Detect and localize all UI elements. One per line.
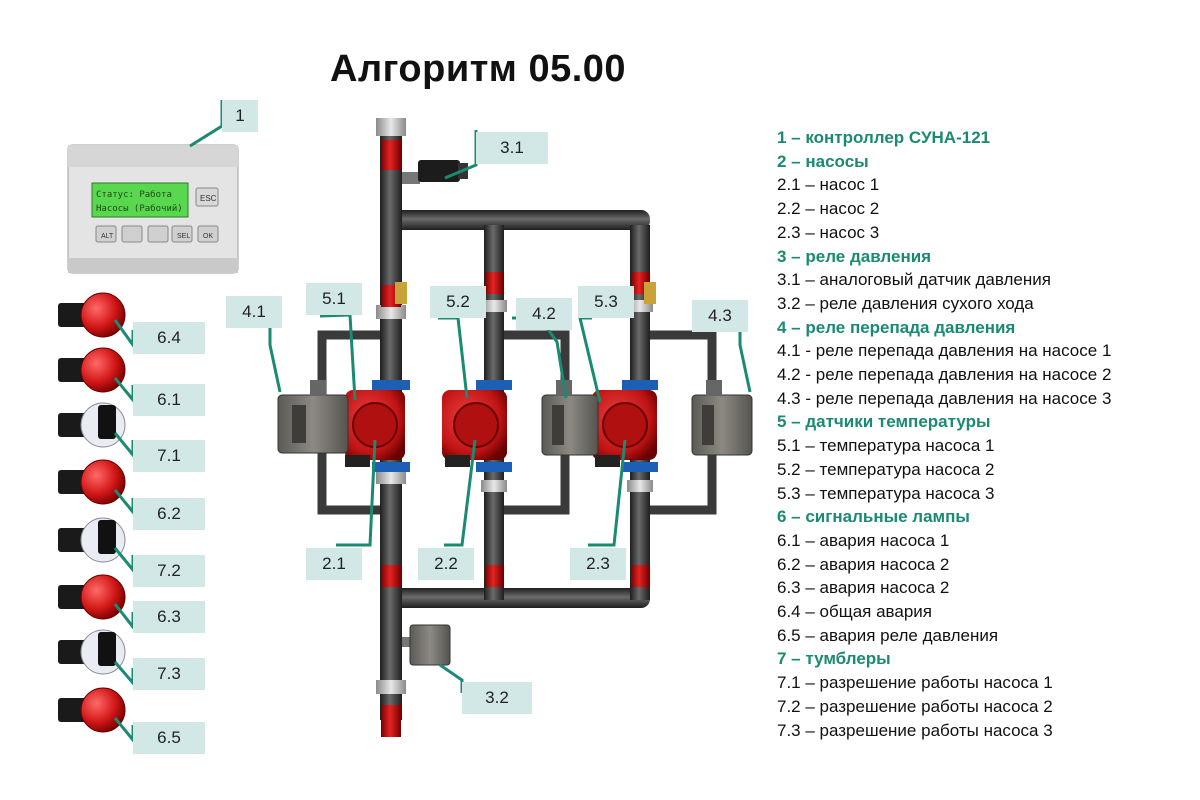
controller-suna-121 xyxy=(67,144,239,274)
callout-4-1: 4.1 xyxy=(226,296,282,328)
legend-item: 6.4 – общая авария xyxy=(777,602,933,622)
callout-6-2: 6.2 xyxy=(133,498,205,530)
callout-6-3: 6.3 xyxy=(133,601,205,633)
lcd-line-1: Статус: Работа xyxy=(96,189,172,200)
legend-item: 3.1 – аналоговый датчик давления xyxy=(777,270,1051,290)
callout-2-3: 2.3 xyxy=(570,548,626,580)
legend-item: 6.1 – авария насоса 1 xyxy=(777,530,950,550)
esc-key-label: ESC xyxy=(200,194,217,203)
callout-4-2: 4.2 xyxy=(516,298,572,330)
callout-5-1: 5.1 xyxy=(306,283,362,315)
controller-key-label: OK xyxy=(203,233,213,240)
legend-item: 5.2 – температура насоса 2 xyxy=(777,459,995,479)
legend-item: 2.3 – насос 3 xyxy=(777,222,880,242)
dp-relay-4-1 xyxy=(277,380,349,454)
legend-item: 2.1 – насос 1 xyxy=(777,175,880,195)
signal-lamp xyxy=(58,347,126,393)
legend-item: 4.3 - реле перепада давления на насосе 3 xyxy=(777,388,1112,408)
lcd-line-2: Насосы (Рабочий) xyxy=(96,203,183,214)
callout-6-1: 6.1 xyxy=(133,384,205,416)
callout-7-3: 7.3 xyxy=(133,658,205,690)
callout-7-2: 7.2 xyxy=(133,555,205,587)
callout-5-2: 5.2 xyxy=(430,286,486,318)
toggle-switch xyxy=(58,517,126,563)
legend-item: 4.2 - реле перепада давления на насосе 2 xyxy=(777,365,1112,385)
callout-5-3: 5.3 xyxy=(578,286,634,318)
legend-heading: 6 – сигнальные лампы xyxy=(777,507,970,527)
legend-heading: 5 – датчики температуры xyxy=(777,412,991,432)
legend-item: 7.3 – разрешение работы насоса 3 xyxy=(777,720,1053,740)
legend-item: 6.3 – авария насоса 2 xyxy=(777,578,950,598)
callout-2-2: 2.2 xyxy=(418,548,474,580)
toggle-switch xyxy=(58,629,126,675)
legend-item: 2.2 – насос 2 xyxy=(777,199,880,219)
legend-item: 4.1 - реле перепада давления на насосе 1 xyxy=(777,341,1112,361)
legend: 1 – контроллер СУНА-121 2 – насосы 2.1 – н… xyxy=(777,126,1187,742)
legend-item: 6.2 – авария насоса 2 xyxy=(777,554,950,574)
legend-item: 7.2 – разрешение работы насоса 2 xyxy=(777,696,1053,716)
pump-2-2 xyxy=(442,380,512,472)
callout-6-5: 6.5 xyxy=(133,722,205,754)
legend-heading: 3 – реле давления xyxy=(777,246,932,266)
controller-key-label: ALT xyxy=(101,233,114,240)
legend-item: 5.1 – температура насоса 1 xyxy=(777,436,995,456)
legend-item: 6.5 – авария реле давления xyxy=(777,625,999,645)
pump-2-1 xyxy=(345,380,410,472)
legend-heading: 2 – насосы xyxy=(777,151,869,171)
dry-run-relay-3-2 xyxy=(402,624,451,666)
callout-7-1: 7.1 xyxy=(133,440,205,472)
page-title: Алгоритм 05.00 xyxy=(330,48,627,90)
legend-item: 3.2 – реле давления сухого хода xyxy=(777,293,1034,313)
callout-1: 1 xyxy=(222,100,258,132)
controller-key-label: SEL xyxy=(177,233,190,240)
toggle-switch xyxy=(58,402,126,448)
signal-lamp xyxy=(58,292,126,338)
dp-relay-4-3 xyxy=(691,380,753,456)
legend-heading: 1 – контроллер СУНА-121 xyxy=(777,128,991,147)
callout-3-2: 3.2 xyxy=(462,682,532,714)
legend-heading: 7 – тумблеры xyxy=(777,649,891,669)
pump-2-3 xyxy=(592,380,658,472)
legend-item: 5.3 – температура насоса 3 xyxy=(777,483,995,503)
callout-2-1: 2.1 xyxy=(306,548,362,580)
signal-lamp xyxy=(58,459,126,505)
legend-heading: 4 – реле перепада давления xyxy=(777,317,1016,337)
signal-lamp xyxy=(58,687,126,733)
signal-lamp xyxy=(58,574,126,620)
pipe-network xyxy=(317,118,717,737)
dp-relay-4-2 xyxy=(541,380,599,456)
callout-3-1: 3.1 xyxy=(476,132,548,164)
callout-6-4: 6.4 xyxy=(133,322,205,354)
legend-item: 7.1 – разрешение работы насоса 1 xyxy=(777,673,1053,693)
callout-4-3: 4.3 xyxy=(692,300,748,332)
